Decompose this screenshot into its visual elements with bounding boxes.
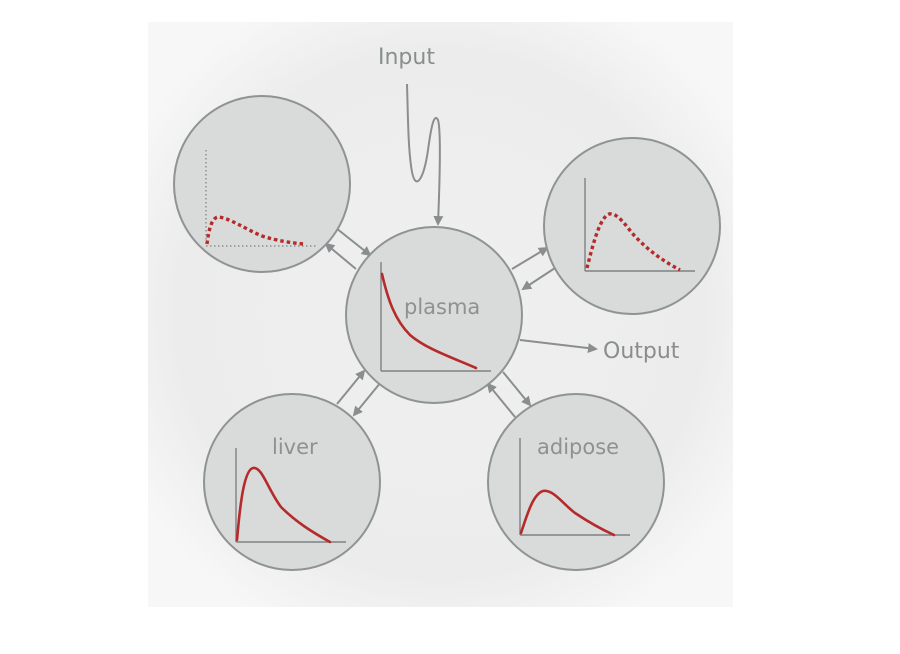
input-label: Input	[378, 45, 435, 70]
arrow-topleft-to-plasma	[335, 227, 372, 257]
plasma-label: plasma	[404, 295, 480, 319]
input-waveform	[406, 83, 444, 226]
compartment-plasma: plasma	[345, 226, 523, 404]
compartment-liver: liver	[203, 393, 381, 571]
concentration-curve-dotted	[205, 215, 305, 246]
concentration-curve	[380, 272, 478, 370]
arrow-plasma-to-liver	[352, 381, 382, 417]
arrow-adipose-to-plasma	[486, 382, 516, 418]
arrow-liver-to-plasma	[336, 369, 366, 405]
liver-label: liver	[272, 435, 318, 459]
arrow-plasma-to-topleft	[324, 242, 357, 270]
arrow-plasma-to-adipose	[502, 371, 532, 407]
output-arrow	[519, 339, 598, 354]
arrow-topright-to-plasma	[521, 267, 556, 291]
exchange-arrows	[324, 227, 556, 418]
adipose-label: adipose	[537, 435, 619, 459]
output-label: Output	[603, 339, 680, 364]
compartment-top-right	[543, 137, 721, 315]
compartment-adipose: adipose	[487, 393, 665, 571]
concentration-curve	[519, 489, 616, 537]
arrow-plasma-to-topright	[511, 246, 549, 270]
compartment-top-left	[173, 95, 351, 273]
concentration-curve	[235, 466, 332, 544]
